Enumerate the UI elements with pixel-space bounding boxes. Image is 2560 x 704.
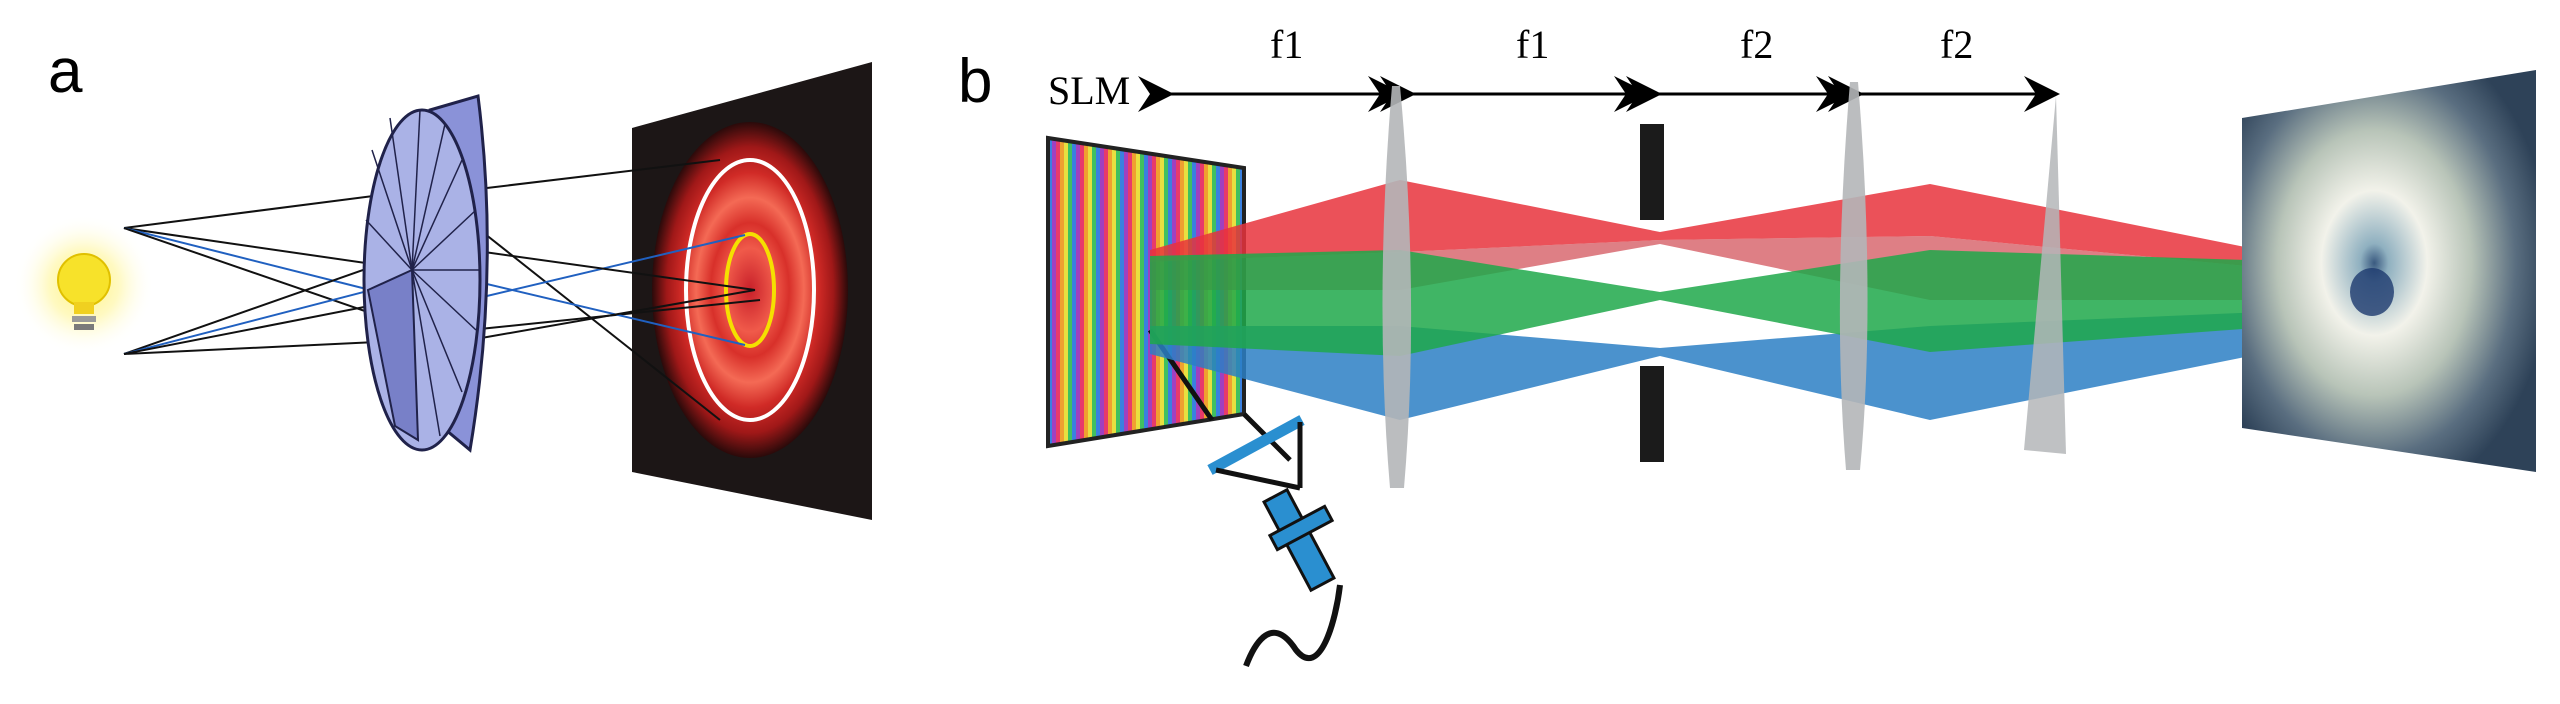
- axicon-prism: [2024, 96, 2066, 454]
- inner-ring: [724, 232, 776, 348]
- distance-label-2: f1: [1516, 22, 1549, 67]
- fiber-connector-icon: [1262, 487, 1336, 593]
- panel-b: b SLM f1 f1 f2 f2: [958, 22, 2536, 668]
- panel-a: a: [14, 37, 872, 520]
- camera-image: [2242, 70, 2536, 472]
- distance-label-1: f1: [1270, 22, 1303, 67]
- outer-ring: [684, 158, 816, 422]
- distance-label-3: f2: [1740, 22, 1773, 67]
- slm-label: SLM: [1048, 68, 1130, 113]
- fiber-input: [1147, 328, 1343, 668]
- panel-a-letter: a: [48, 37, 83, 106]
- lens-2: [1839, 82, 1868, 470]
- iris-aperture: [1640, 124, 1664, 462]
- spiral-phase-plate: [362, 94, 489, 453]
- light-bulb-icon: [14, 215, 154, 355]
- beam-center-spot: [2350, 268, 2394, 316]
- collimating-lens: [1207, 415, 1305, 475]
- panel-b-letter: b: [958, 47, 992, 116]
- distance-label-4: f2: [1940, 22, 1973, 67]
- beam-paths: [1150, 180, 2310, 420]
- lens-1: [1382, 86, 1412, 488]
